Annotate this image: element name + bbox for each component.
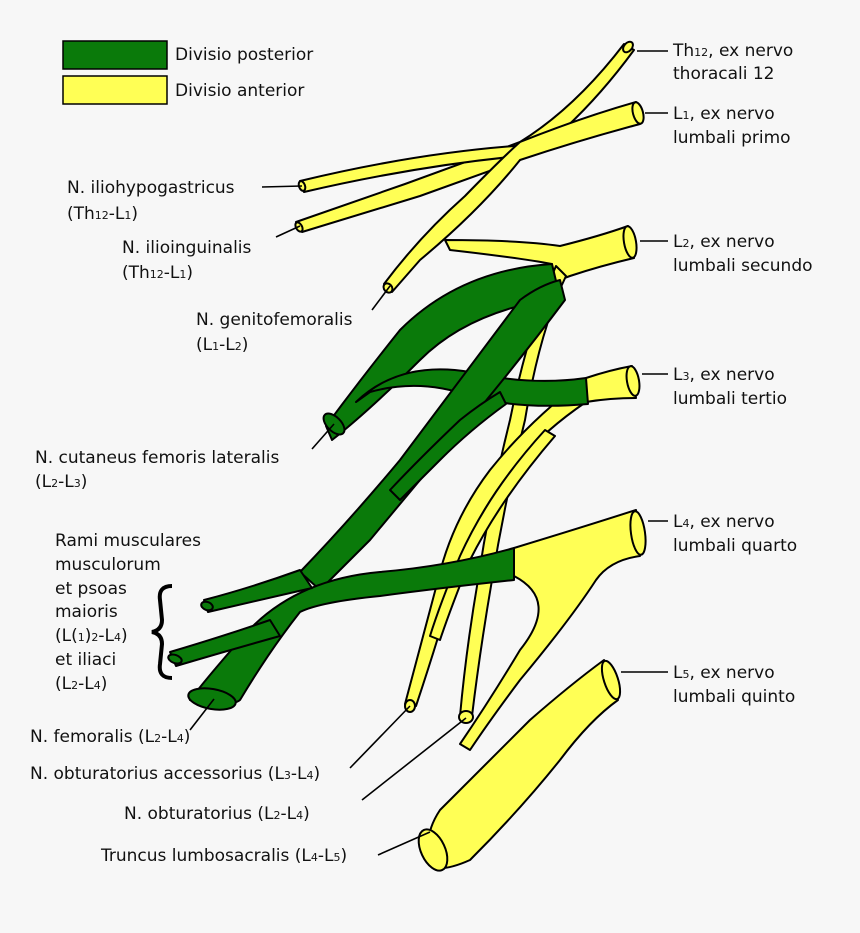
truncus-end [417,828,449,872]
label-rami-line6: et iliaci [55,650,116,670]
label-obturatorius-accessorius: N. obturatorius accessorius (L3-L4) [30,764,320,784]
label-l2-line2: lumbali secundo [673,256,813,276]
rami-upper-end [200,600,214,612]
label-rami-line3: et psoas [55,579,127,599]
leader-ilioinguinalis [275,225,301,238]
nerve-ends [167,40,647,872]
label-l4-line2: lumbali quarto [673,536,797,556]
nerve-truncus-lumbosacralis [427,659,619,870]
label-l1-line1: L1, ex nervo [673,104,775,124]
root-labels: Th12, ex nervo thoracali 12 L1, ex nervo… [672,41,813,707]
label-rami-line2: musculorum [55,555,161,575]
label-l3-line2: lumbali tertio [673,389,787,409]
legend: Divisio posterior Divisio anterior [62,40,313,105]
label-iliohypogastricus-range: (Th12-L1) [67,204,138,224]
nerve-rami-musculares-upper [203,569,313,613]
leader-obturatorius [361,717,467,801]
rami-lower-end [167,653,183,665]
nerve-obturatorius-accessorius [429,429,556,641]
label-obturatorius: N. obturatorius (L2-L4) [124,804,310,824]
label-genitofemoralis: N. genitofemoralis [196,310,353,330]
label-rami-line1: Rami musculares [55,531,201,551]
label-genitofemoralis-range: (L1-L2) [196,335,248,355]
legend-label-posterior: Divisio posterior [175,45,313,65]
branch-labels: N. iliohypogastricus (Th12-L1) N. ilioin… [30,178,353,866]
l4-root-end [629,510,647,556]
leader-femoralis [189,698,215,731]
label-femoralis: N. femoralis (L2-L4) [30,727,190,747]
leader-truncus [377,831,431,856]
label-l2-line1: L2, ex nervo [673,232,775,252]
nerve-femoralis-l3 [389,391,507,501]
label-ilioinguinalis-range: (Th12-L1) [122,263,193,283]
nerve-l1-trunk [383,101,641,293]
l3-root-end [625,365,641,397]
label-rami-range1: (L(1)2-L4) [55,626,128,646]
l1-root-end [631,101,645,125]
legend-swatch-posterior [62,40,168,70]
label-th12-line1: Th12, ex nervo [672,41,793,61]
legend-swatch-anterior [62,75,168,105]
leader-genitofemoralis [371,285,391,311]
l2-root-end [622,225,638,259]
label-cutaneus-range: (L2-L3) [35,472,87,492]
label-l4-line1: L4, ex nervo [673,512,775,532]
label-cutaneus: N. cutaneus femoris lateralis [35,448,279,468]
leader-obturatorius-accessorius [349,705,411,769]
leader-lines [189,50,668,856]
label-rami-line4: maioris [55,602,118,622]
nerve-paths [169,43,641,870]
l5-root-end [600,659,622,701]
label-l5-line1: L5, ex nervo [673,663,775,683]
label-rami-range2: (L2-L4) [55,674,107,694]
nerve-l2-anterior [444,225,635,285]
label-truncus: Truncus lumbosacralis (L4-L5) [100,846,347,866]
label-iliohypogastricus: N. iliohypogastricus [67,178,235,198]
label-l5-line2: lumbali quinto [673,687,795,707]
leader-cutaneus [311,423,335,450]
leader-iliohypogastricus [261,185,303,188]
th12-root-end [622,40,634,54]
rami-brace [151,584,173,680]
legend-label-anterior: Divisio anterior [175,81,304,101]
femoralis-end [187,687,237,711]
nerve-rami-musculares-lower [169,619,281,667]
label-l1-line2: lumbali primo [673,128,791,148]
label-l3-line1: L3, ex nervo [673,365,775,385]
label-ilioinguinalis: N. ilioinguinalis [122,238,252,258]
label-th12-line2: thoracali 12 [673,64,775,84]
